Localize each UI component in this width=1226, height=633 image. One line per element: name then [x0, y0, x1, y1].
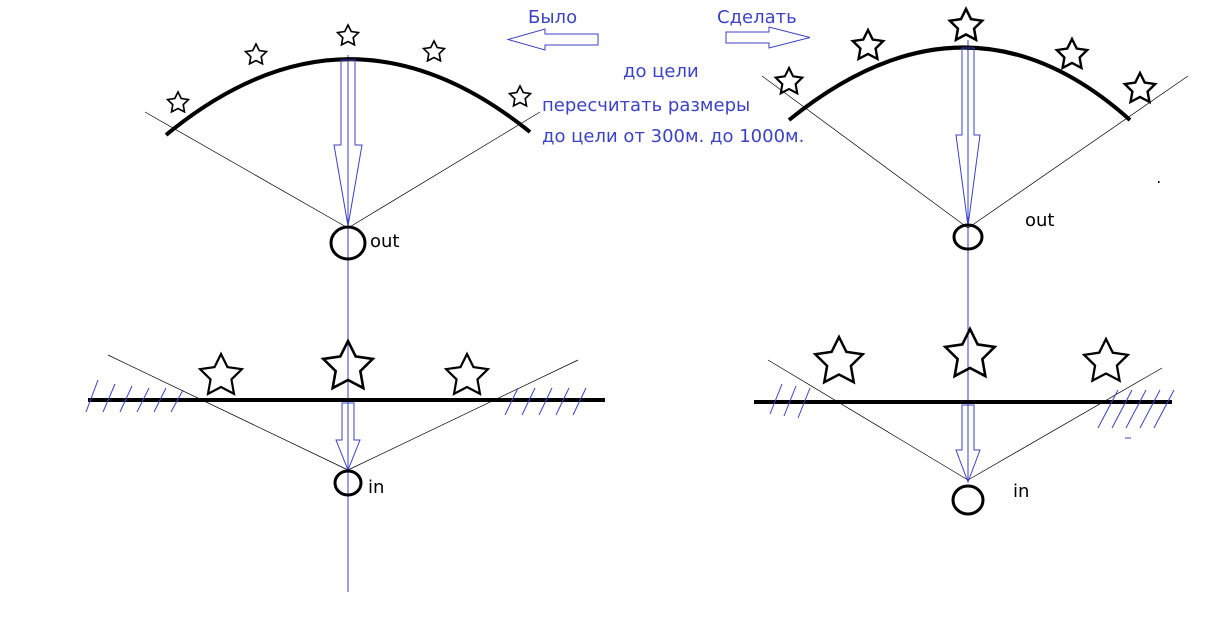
star-icon — [320, 338, 376, 391]
left-out-label: out — [370, 231, 399, 252]
make-label: Сделать — [717, 7, 797, 28]
arrow-icon — [955, 47, 981, 227]
right-curve-star-5 — [1122, 70, 1158, 105]
left-ground-hatch-left — [85, 379, 184, 413]
right-curve-star-4 — [1054, 36, 1090, 71]
star-icon — [421, 39, 447, 63]
left-curve-star-5 — [507, 84, 533, 108]
star-icon — [197, 351, 245, 396]
left-ground-star-2 — [320, 338, 376, 391]
right-in-circle — [951, 484, 985, 516]
star-icon — [1122, 70, 1158, 105]
right-ground-star-2 — [942, 326, 998, 379]
was-label: Было — [528, 7, 577, 28]
star-icon — [850, 27, 886, 62]
left-top-fov-line-right — [347, 111, 541, 229]
star-icon — [443, 351, 491, 396]
right-curve-star-1 — [773, 65, 805, 96]
left-in-label: in — [368, 477, 384, 498]
left-curve-star-1 — [165, 90, 191, 114]
arrow-icon — [725, 26, 811, 49]
left-out-circle — [329, 225, 367, 261]
right-bottom-fov-line-right — [967, 367, 1163, 481]
arrow-icon — [333, 59, 363, 227]
right-ground-star-3 — [1081, 336, 1131, 383]
star-icon — [1081, 336, 1131, 383]
right-out-circle — [952, 223, 984, 251]
left-top-fov-line-left — [144, 111, 349, 229]
center-annotations: Было Сделать до цели пересчитать размеры… — [506, 7, 811, 147]
right-top-fov-line-right — [967, 75, 1189, 229]
left-bottom-fov-line-right — [347, 359, 579, 471]
left-curve-star-4 — [421, 39, 447, 63]
right-curve-star-3 — [947, 6, 985, 43]
left-bottom-fov-line-left — [107, 354, 349, 471]
left-in-circle — [333, 469, 363, 497]
to-target-label: до цели — [623, 61, 699, 82]
star-icon — [335, 23, 361, 47]
arrow-icon — [506, 28, 599, 51]
star-icon — [812, 334, 866, 385]
right-bottom-fov-line-left — [767, 359, 969, 481]
right-ground-hatch-right — [1097, 389, 1175, 429]
arrow-icon — [335, 402, 361, 472]
star-icon — [243, 42, 269, 66]
left-ground-star-3 — [443, 351, 491, 396]
right-ground-star-1 — [812, 334, 866, 385]
star-icon — [942, 326, 998, 379]
left-ground-hatch-right — [504, 387, 587, 416]
star-icon — [507, 84, 533, 108]
right-ground-hatch-left — [769, 383, 811, 419]
left-ground-star-1 — [197, 351, 245, 396]
star-icon — [1054, 36, 1090, 71]
star-icon — [947, 6, 985, 43]
recalc-label-line2: до цели от 300м. до 1000м. — [542, 126, 804, 147]
left-diagram: out in — [85, 23, 605, 592]
right-in-label: in — [1013, 481, 1029, 502]
star-icon — [165, 90, 191, 114]
recalc-label-line1: пересчитать размеры — [542, 95, 750, 116]
arrow-icon — [955, 404, 981, 484]
right-stray-dot — [1158, 181, 1160, 183]
right-diagram: out in — [754, 6, 1189, 516]
right-curve-star-2 — [850, 27, 886, 62]
left-curved-horizon — [164, 57, 532, 137]
star-icon — [773, 65, 805, 96]
right-top-fov-line-left — [761, 75, 969, 229]
right-out-label: out — [1025, 210, 1054, 231]
left-curve-star-2 — [243, 42, 269, 66]
left-curve-star-3 — [335, 23, 361, 47]
